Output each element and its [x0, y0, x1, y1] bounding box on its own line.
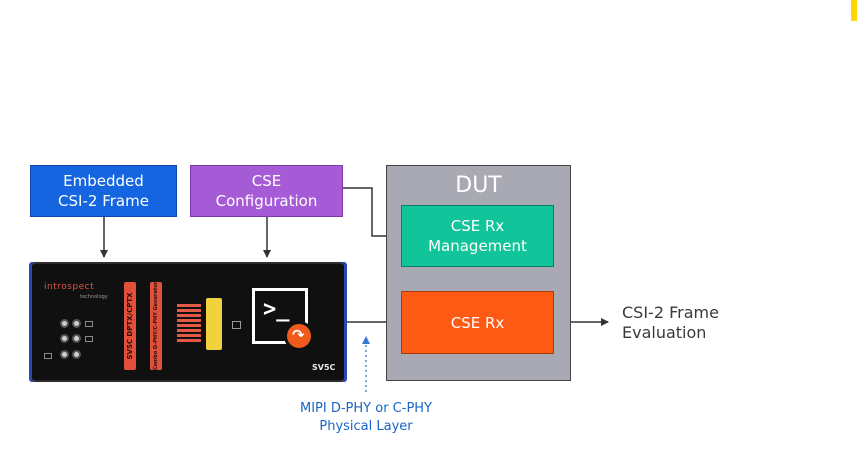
device-brand: introspect — [44, 282, 95, 292]
connector-icon — [206, 298, 222, 350]
embedded-csi2-frame-label: Embedded CSI-2 Frame — [58, 172, 149, 210]
arrow-badge-icon: ↷ — [284, 321, 314, 351]
cse-configuration-label: CSE Configuration — [215, 172, 318, 210]
device-model: SV5C — [312, 363, 336, 372]
port-symbol-icon — [85, 321, 93, 327]
embedded-csi2-frame-box: Embedded CSI-2 Frame — [30, 165, 177, 217]
terminal-icon: >_ — [252, 288, 308, 344]
device-label-2: Combo D-PHY/C-PHY Generator — [153, 281, 159, 371]
coax-port-icon — [60, 319, 69, 328]
csi2-frame-evaluation-label: CSI-2 Frame Evaluation — [622, 303, 719, 342]
dut-label: DUT — [455, 173, 502, 198]
coax-port-icon — [72, 319, 81, 328]
device-brand-sub: technology — [80, 294, 108, 300]
arrow-config-to-mgmt — [343, 187, 398, 240]
pin-header — [177, 304, 201, 344]
device-label-1: SV5C DPTX/CPTX — [126, 292, 134, 360]
cse-rx-management-box: CSE Rx Management — [401, 205, 554, 267]
device-label-strip-2: Combo D-PHY/C-PHY Generator — [150, 282, 162, 370]
cse-rx-management-label: CSE Rx Management — [428, 217, 527, 255]
corner-flag — [851, 0, 857, 21]
cse-configuration-box: CSE Configuration — [190, 165, 343, 217]
coax-port-icon — [72, 350, 81, 359]
coax-port-icon — [60, 334, 69, 343]
cse-rx-label: CSE Rx — [450, 313, 505, 332]
coax-port-icon — [72, 334, 81, 343]
sv5c-device: introspect technology SV5C DPTX/CPTX Com… — [32, 262, 344, 382]
output-port-icon — [232, 321, 241, 329]
port-symbol-icon — [85, 336, 93, 342]
port-symbol-icon — [44, 353, 52, 359]
device-label-strip-1: SV5C DPTX/CPTX — [124, 282, 136, 370]
phy-layer-label: MIPI D-PHY or C-PHY Physical Layer — [300, 401, 432, 434]
coax-port-icon — [60, 350, 69, 359]
cse-rx-box: CSE Rx — [401, 291, 554, 354]
